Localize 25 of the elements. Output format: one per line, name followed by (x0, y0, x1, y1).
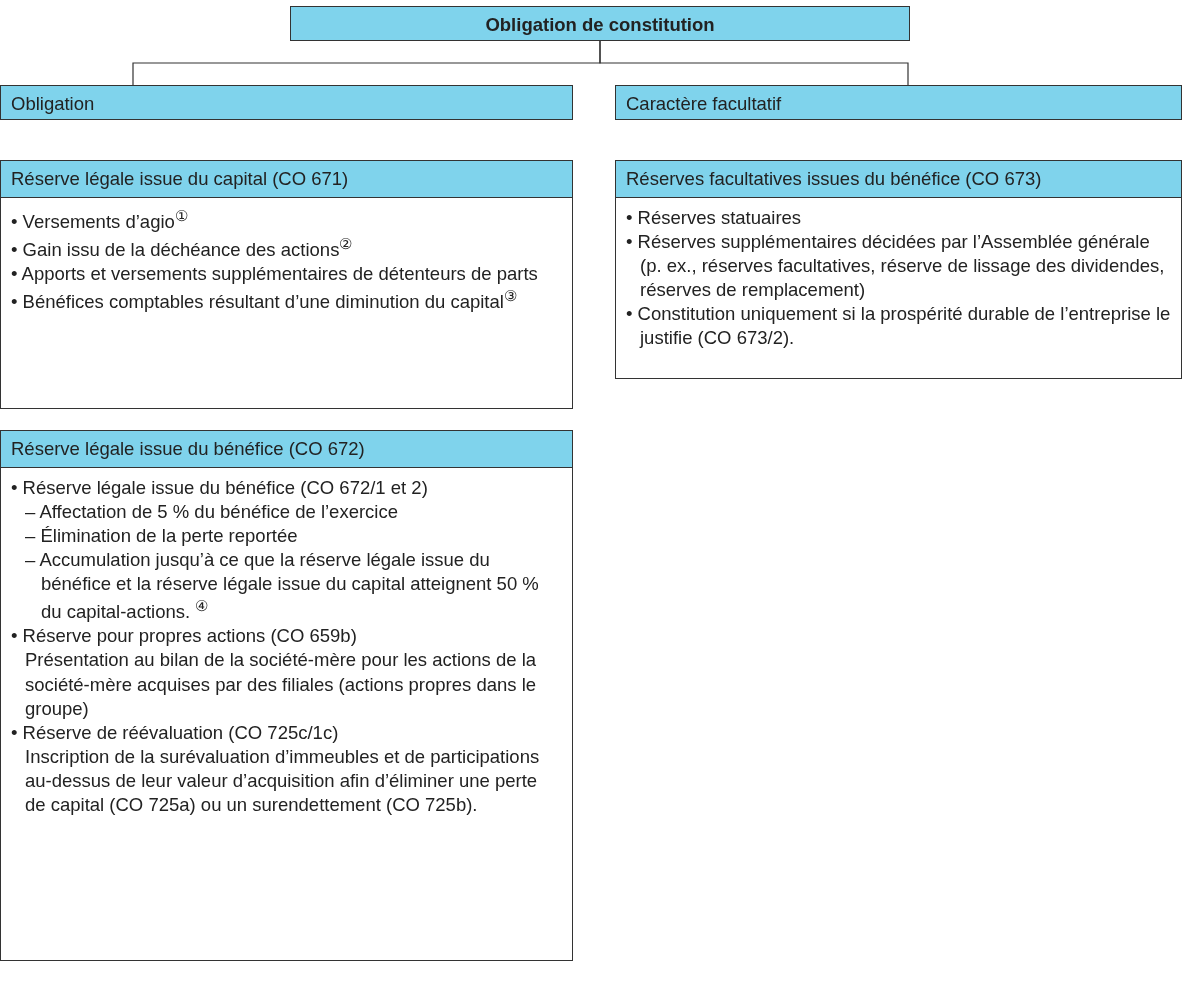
list-item: • Constitution uniquement si la prospérité durable de l’entreprise le justifie (CO 673/2). (626, 302, 1171, 351)
list-item: – Accumulation jusqu’à ce que la réserve légale issue du bénéfice et la réserve légale issue du capital atteignent 50 % du capital-actions. $^{④}$ (24, 548, 540, 625)
heading-box: Obligation de constitution (290, 6, 910, 41)
card-heading: Réserve légale issue du bénéfice (CO 672) (1, 431, 572, 468)
info-card (0, 160, 573, 409)
list-item-note: Présentation au bilan de la société-mère pour les actions de la société-mère acquises par des filiales (actions propres dans le groupe) (24, 648, 538, 721)
list-item: • Réserves supplémentaires décidées par l’Assemblée générale (p. ex., réserves facultatives, réserve de lissage des dividendes, réserves de remplacement) (626, 230, 1166, 303)
category-band: Caractère facultatif (615, 85, 1182, 120)
category-band: Obligation (0, 85, 573, 120)
list-item: • Réserves statuaires (626, 206, 803, 230)
connector-line (599, 40, 909, 86)
list-item: – Affectation de 5 % du bénéfice de l’exercice (24, 500, 399, 525)
info-card (0, 430, 573, 961)
list-item: – Élimination de la perte reportée (24, 524, 299, 549)
card-heading: Réserve légale issue du capital (CO 671) (1, 161, 572, 198)
list-item: • Apports et versements supplémentaires de détenteurs de parts (11, 262, 539, 287)
info-card (615, 160, 1182, 379)
list-item: • Réserve de réévaluation (CO 725c/1c) (11, 720, 340, 745)
list-item: • Bénéfices comptables résultant d’une diminution du capital$^{③}$ (11, 286, 518, 315)
list-item: • Réserve légale issue du bénéfice (CO 672/1 et 2) (11, 476, 429, 500)
list-item-note: Inscription de la surévaluation d’immeubles et de participations au-dessus de leur valeur d’acquisition afin d’éliminer une perte de capital (CO 725a) ou un surendettement (CO 725b). (24, 744, 541, 817)
list-item: • Réserve pour propres actions (CO 659b) (11, 624, 358, 649)
list-item: • Versements d’agio$^{①}$ (11, 206, 189, 235)
card-heading: Réserves facultatives issues du bénéfice (CO 673) (616, 161, 1181, 198)
list-item: • Gain issu de la déchéance des actions$^{②}$ (11, 234, 354, 263)
